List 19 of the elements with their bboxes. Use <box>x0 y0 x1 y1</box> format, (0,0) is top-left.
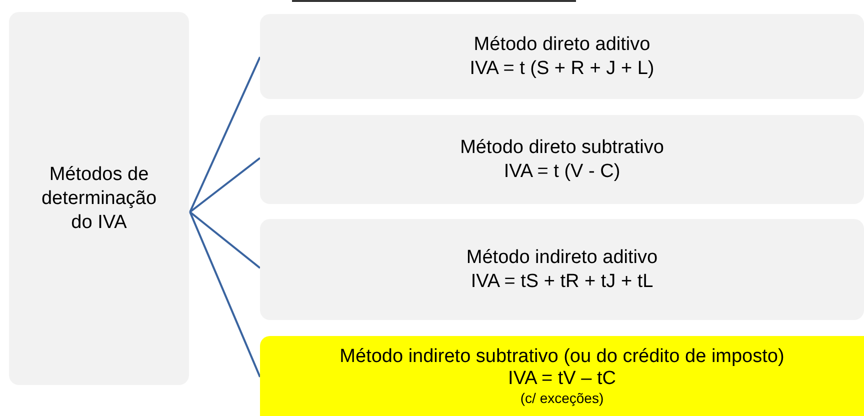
note-text: (c/ exceções) <box>520 390 604 406</box>
text-box <box>260 115 864 204</box>
node-text: Método indireto aditivo <box>466 246 658 270</box>
node-text: Método direto subtrativo <box>460 136 664 160</box>
node-text: Método indireto subtrativo (ou do crédito de imposto) <box>340 346 784 368</box>
connector-line <box>189 56 261 212</box>
connector-line <box>189 211 261 269</box>
text-box <box>9 12 189 385</box>
connector-line <box>189 212 261 378</box>
formula-text: IVA = tV – tC <box>508 368 616 390</box>
text-box <box>260 14 864 99</box>
formula-text: IVA = tS + tR + tJ + tL <box>470 270 654 294</box>
node-text: Método direto aditivo <box>474 32 650 56</box>
text-box <box>260 219 864 320</box>
node-text: Métodos de determinação do IVA <box>40 162 158 234</box>
formula-text: IVA = t (S + R + J + L) <box>470 56 654 80</box>
connector-line <box>189 157 261 213</box>
formula-text: IVA = t (V - C) <box>504 160 620 184</box>
text-box <box>260 336 864 416</box>
